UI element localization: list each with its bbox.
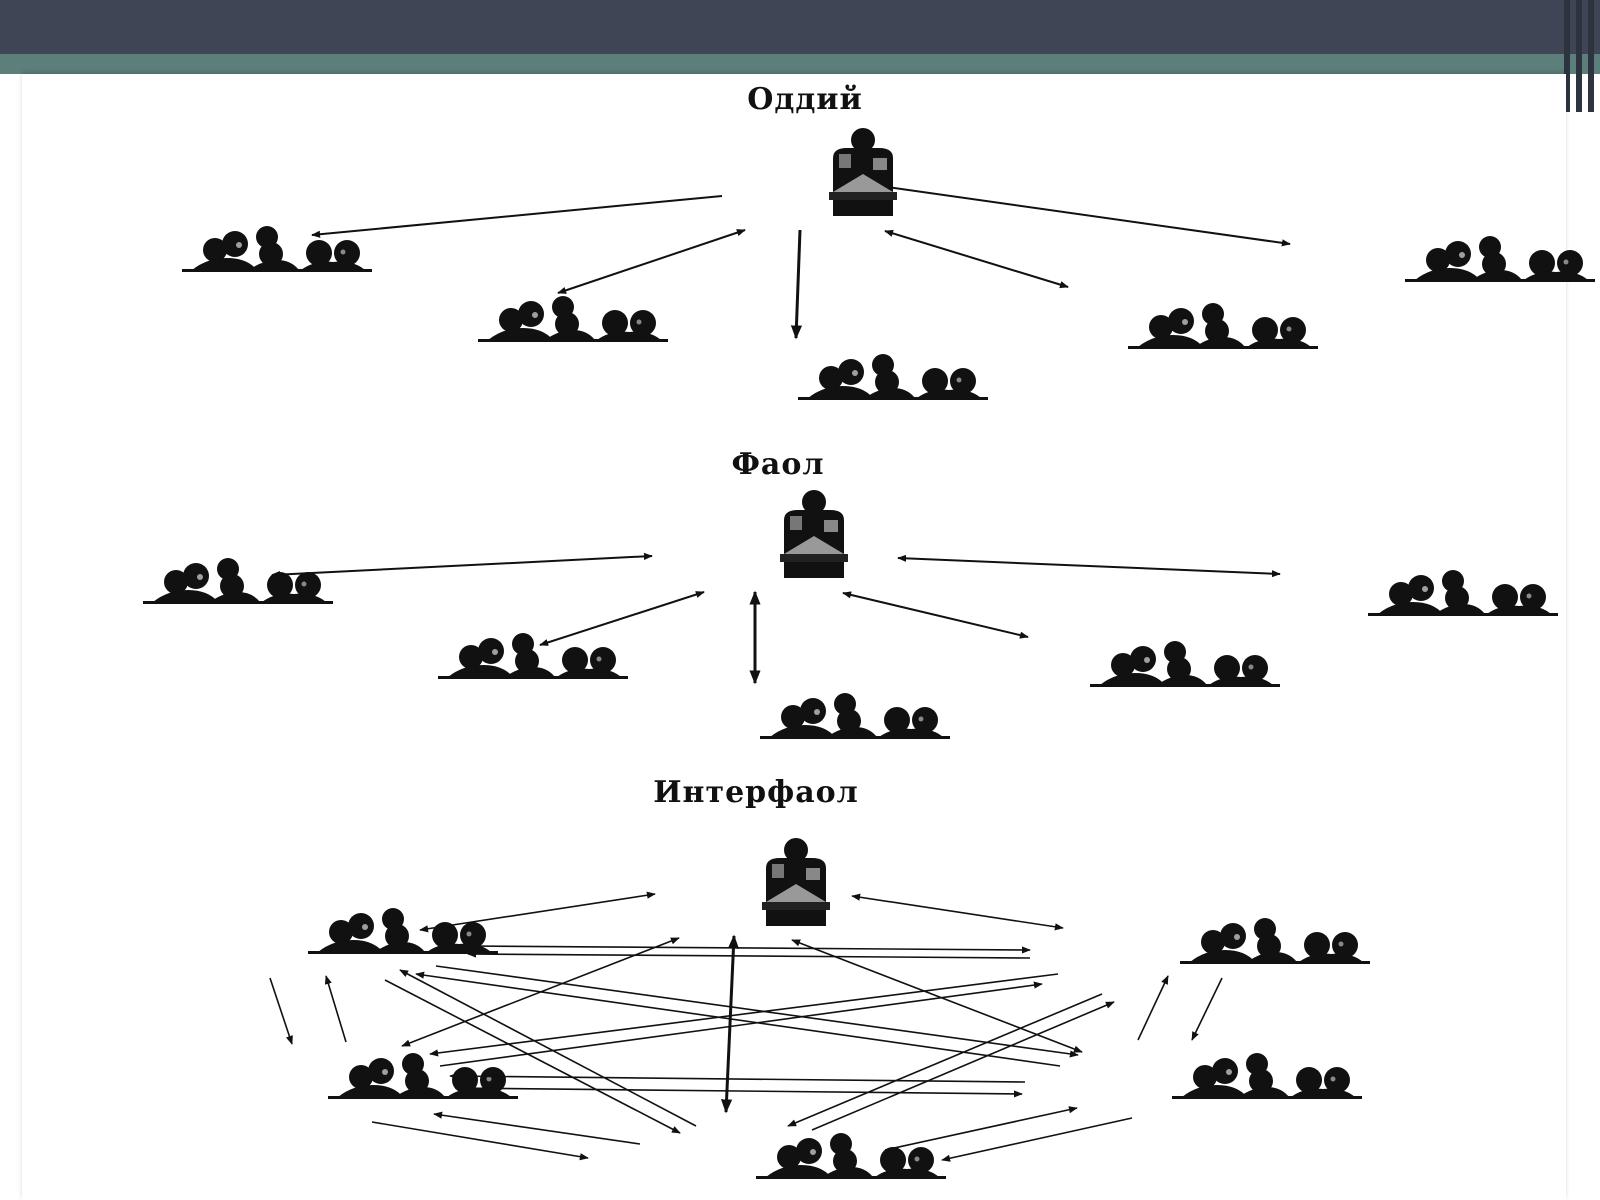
student-group-icon xyxy=(798,354,988,400)
student-group-icon xyxy=(756,1133,946,1179)
arrows-interactive xyxy=(269,891,1223,1162)
student-group-icon xyxy=(1368,570,1558,616)
section-title-interactive: Интерфаол xyxy=(653,775,859,810)
arrow xyxy=(884,1106,1078,1151)
arrow xyxy=(790,229,803,340)
student-group-icon xyxy=(1172,1053,1362,1099)
teacher-icon xyxy=(829,128,897,216)
slide-accent-bar xyxy=(0,54,1600,74)
arrow xyxy=(1137,975,1169,1041)
arrow xyxy=(371,1121,589,1161)
arrow xyxy=(415,971,1061,1067)
arrow xyxy=(464,945,1031,954)
slide-side-decoration xyxy=(1556,0,1600,112)
student-group-icon xyxy=(1405,236,1595,282)
arrow xyxy=(842,591,1029,639)
arrow xyxy=(884,229,1069,289)
arrow xyxy=(811,1001,1115,1131)
arrow xyxy=(324,975,347,1043)
arrow xyxy=(791,939,1083,1053)
arrow xyxy=(467,950,1031,959)
arrow xyxy=(399,969,697,1127)
arrow xyxy=(419,891,656,933)
student-group-icon xyxy=(143,558,333,604)
slide-header-bar xyxy=(0,0,1600,54)
arrow xyxy=(311,195,723,238)
arrow xyxy=(886,186,1291,247)
arrow xyxy=(851,893,1064,931)
arrow xyxy=(429,973,1059,1057)
arrow xyxy=(539,591,705,646)
arrow xyxy=(557,229,746,294)
arrow xyxy=(435,965,1079,1058)
student-group-icon xyxy=(1128,303,1318,349)
section-title-simple: Оддий xyxy=(747,82,863,117)
arrow xyxy=(269,977,293,1045)
teacher-icon xyxy=(762,838,830,926)
arrow xyxy=(1191,977,1223,1041)
arrow xyxy=(941,1117,1133,1162)
student-group-icon xyxy=(1180,918,1370,964)
arrow xyxy=(454,1087,1023,1098)
arrows-active xyxy=(271,552,1281,685)
arrows-simple xyxy=(311,186,1291,340)
student-group-icon xyxy=(478,296,668,342)
section-simple: Оддий xyxy=(182,82,1595,400)
arrow xyxy=(897,554,1281,578)
arrow xyxy=(720,934,740,1114)
arrow xyxy=(787,993,1103,1127)
student-group-icon xyxy=(438,633,628,679)
arrow xyxy=(439,981,1043,1067)
student-group-icon xyxy=(308,908,498,954)
teacher-icon xyxy=(780,490,848,578)
student-group-icon xyxy=(1090,641,1280,687)
arrow xyxy=(433,1111,641,1145)
arrow xyxy=(271,552,653,579)
arrow xyxy=(384,979,681,1134)
section-active: Фаол xyxy=(143,447,1558,739)
student-group-icon xyxy=(760,693,950,739)
section-interactive: Интерфаол xyxy=(269,775,1370,1179)
section-title-active: Фаол xyxy=(731,447,824,482)
